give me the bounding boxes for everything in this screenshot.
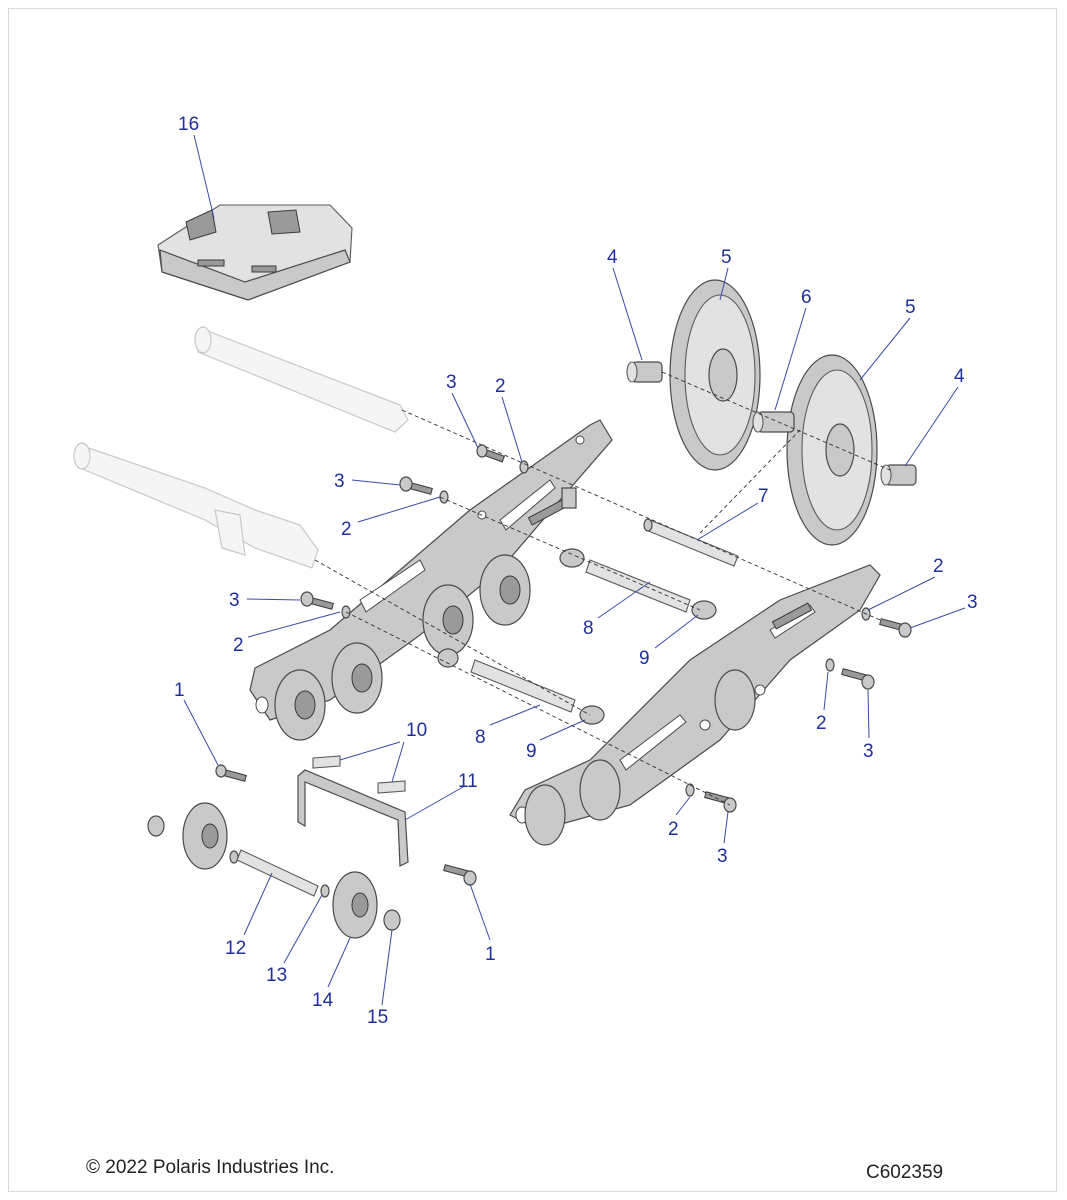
callout-3: 3 xyxy=(863,741,874,762)
bolts-part-3 xyxy=(300,444,912,813)
callout-3: 3 xyxy=(967,592,978,613)
shaft-part-8-upper xyxy=(559,548,691,613)
callout-14: 14 xyxy=(312,990,334,1011)
left-side-plate xyxy=(249,419,613,721)
bracket-part-11 xyxy=(297,769,409,867)
callout-6: 6 xyxy=(801,287,812,308)
lower-wheel-part-14 xyxy=(332,871,378,939)
spacer-part-4-left xyxy=(626,361,663,383)
spacer-part-4-right xyxy=(880,464,917,486)
callout-3: 3 xyxy=(446,372,457,393)
right-adjuster xyxy=(771,602,813,630)
callout-9: 9 xyxy=(526,741,537,762)
callout-16: 16 xyxy=(178,114,199,135)
idler-wheel-part-5-left xyxy=(669,279,761,471)
figure-id: C602359 xyxy=(866,1162,944,1183)
callout-3: 3 xyxy=(334,471,345,492)
callout-2: 2 xyxy=(233,635,244,656)
lower-wheel-left xyxy=(147,802,239,870)
callout-12: 12 xyxy=(225,938,246,959)
page-frame xyxy=(8,8,1057,1192)
callout-4: 4 xyxy=(607,247,618,268)
washer-part-13 xyxy=(320,884,330,898)
callouts: 16 4 5 6 5 4 3 2 3 2 7 2 3 3 2 8 9 2 3 1… xyxy=(174,114,978,1028)
shaft-part-7 xyxy=(643,518,739,567)
callout-10: 10 xyxy=(406,720,427,741)
callout-2: 2 xyxy=(495,376,506,397)
callout-11: 11 xyxy=(458,771,478,792)
callout-7: 7 xyxy=(758,486,769,507)
left-adjuster xyxy=(527,487,577,526)
bolt-part-1-lower xyxy=(443,864,477,886)
callout-15: 15 xyxy=(367,1007,388,1028)
bushing-part-9-upper xyxy=(691,600,717,620)
callout-2: 2 xyxy=(341,519,352,540)
callout-1: 1 xyxy=(485,944,496,965)
shaft-part-8-lower xyxy=(437,648,576,713)
bushing-part-15 xyxy=(383,909,401,931)
callout-9: 9 xyxy=(639,648,650,669)
right-plate-wheels xyxy=(524,669,756,846)
idler-wheel-part-5-right xyxy=(786,354,878,546)
spacer-part-6 xyxy=(752,411,795,433)
leader-lines xyxy=(183,134,966,1006)
ghost-rail-lower xyxy=(73,442,319,569)
ghost-rail-upper xyxy=(194,326,409,433)
callout-13: 13 xyxy=(266,965,287,986)
callout-5: 5 xyxy=(721,247,732,268)
copyright-notice: © 2022 Polaris Industries Inc. xyxy=(86,1157,335,1178)
axle-part-12 xyxy=(236,849,319,897)
bolt-part-1-upper xyxy=(215,764,247,782)
callout-2: 2 xyxy=(816,713,827,734)
assembly-lines xyxy=(314,371,891,806)
callout-2: 2 xyxy=(668,819,679,840)
callout-4: 4 xyxy=(954,366,965,387)
callout-8: 8 xyxy=(583,618,594,639)
callout-5: 5 xyxy=(905,297,916,318)
callout-2: 2 xyxy=(933,556,944,577)
left-plate-wheels xyxy=(274,554,531,741)
callout-1: 1 xyxy=(174,680,185,701)
washers-part-2 xyxy=(341,460,871,797)
callout-3: 3 xyxy=(229,590,240,611)
callout-3: 3 xyxy=(717,846,728,867)
callout-8: 8 xyxy=(475,727,486,748)
pads-part-10 xyxy=(312,755,406,794)
bushing-part-9-lower xyxy=(579,705,605,725)
track-clip-part-16 xyxy=(157,204,353,301)
